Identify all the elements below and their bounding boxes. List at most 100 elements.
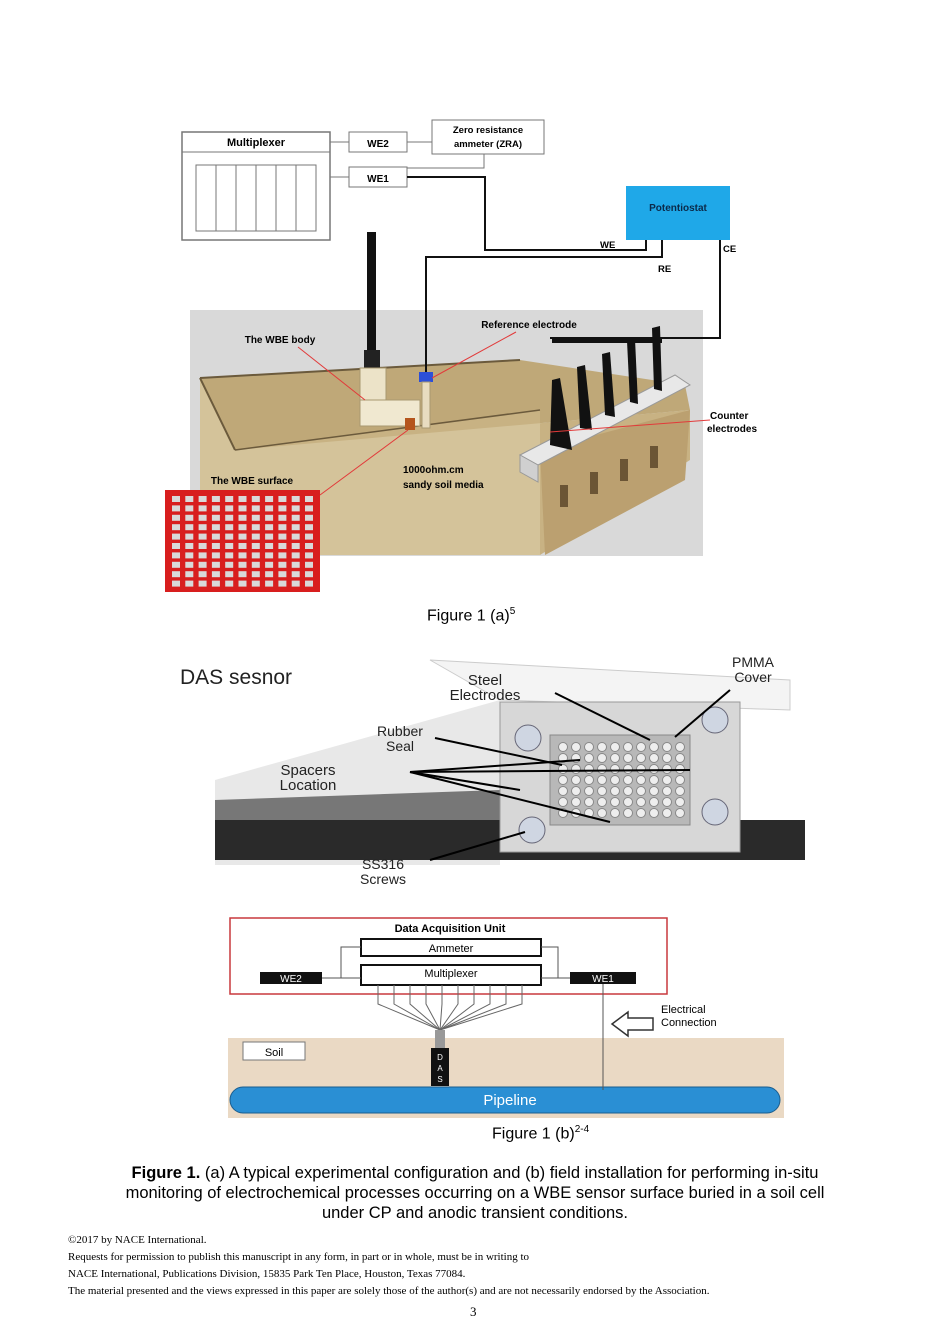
wbe-cell: [238, 496, 247, 502]
footer-disclaimer: The material presented and the views exp…: [68, 1285, 710, 1297]
steel-electrode: [636, 775, 646, 785]
steel-electrode: [571, 786, 581, 796]
steel-electrode: [558, 764, 568, 774]
fan-wire: [439, 985, 491, 1031]
reference-electrode-tube: [421, 381, 431, 429]
figure-1b-field-diagram: Pipeline Soil Data Acquisition Unit Amme…: [228, 917, 784, 1118]
wbe-cell: [172, 514, 180, 521]
wbe-cell: [238, 580, 247, 587]
wbe-cell: [265, 496, 274, 502]
spacers-label-line2: Location: [280, 777, 337, 794]
steel-electrode: [649, 797, 659, 807]
soil-cell-edge: [234, 409, 541, 451]
wbe-cell: [238, 533, 247, 540]
wbe-surface-label: The WBE surface: [211, 476, 294, 487]
wbe-cell: [251, 496, 260, 502]
wbe-cell: [225, 543, 234, 549]
dau-label: Data Acquisition Unit: [395, 923, 506, 935]
das-letter-a: A: [437, 1064, 443, 1073]
wbe-cell: [185, 533, 194, 540]
steel-electrode: [649, 808, 659, 818]
wbe-cell: [305, 496, 313, 502]
wbe-cell: [291, 533, 300, 540]
potentiostat-box: [626, 186, 730, 240]
counter-label-line1: Counter: [710, 411, 748, 422]
steel-label-line2: Electrodes: [450, 687, 521, 704]
steel-electrode: [597, 764, 607, 774]
steel-electrode: [623, 797, 633, 807]
steel-electrode: [610, 742, 620, 752]
wbe-cell: [185, 580, 194, 587]
wbe-cell: [225, 514, 234, 521]
reference-electrode-pointer: [431, 331, 517, 379]
steel-electrode: [558, 797, 568, 807]
fan-wire: [377, 985, 441, 1031]
reference-electrode-cap: [419, 372, 433, 382]
wbe-cell: [265, 561, 274, 568]
counter-electrodes-pointer: [549, 419, 711, 433]
connection-wires: [322, 946, 604, 1090]
steel-electrode: [584, 764, 594, 774]
wbe-cell: [265, 524, 274, 531]
steel-electrodes-array: [558, 742, 685, 818]
wbe-cell: [211, 514, 220, 521]
pipeline-label: Pipeline: [483, 1092, 536, 1109]
wbe-cell: [211, 552, 220, 559]
steel-electrode: [597, 753, 607, 763]
multiplexer-label-b: Multiplexer: [424, 968, 478, 980]
das-sensor-label: DAS sesnor: [180, 666, 292, 689]
side-slot: [620, 459, 628, 481]
wbe-cell: [225, 533, 234, 540]
wbe-cell: [251, 552, 260, 559]
wbe-cell: [198, 571, 207, 578]
wbe-cell: [225, 580, 234, 587]
pmma-label-line2: Cover: [734, 669, 772, 685]
steel-electrode: [675, 797, 685, 807]
figure-1b-caption: Figure 1 (b)2-4: [492, 1124, 590, 1143]
wbe-cell: [305, 533, 313, 540]
das-cable: [435, 1030, 445, 1050]
soil-label: Soil: [265, 1047, 283, 1059]
wbe-cell: [291, 524, 300, 531]
steel-electrode: [571, 797, 581, 807]
footer-copyright: ©2017 by NACE International.: [68, 1234, 207, 1246]
page-number: 3: [470, 1304, 477, 1319]
electrical-arrow-icon: [610, 1010, 654, 1038]
wbe-cell: [225, 561, 234, 568]
pmma-label-line1: PMMA: [732, 654, 775, 670]
figure-caption: Figure 1. (a) A typical experimental con…: [110, 1163, 840, 1223]
steel-label-line1: Steel: [468, 672, 502, 689]
sensor-body-top: [429, 659, 791, 711]
wbe-cell: [251, 543, 260, 549]
wbe-cell: [198, 552, 207, 559]
wbe-cell: [185, 496, 194, 502]
wbe-cell: [265, 543, 274, 549]
wbe-cell: [211, 571, 220, 578]
footer-address: NACE International, Publications Divisio…: [68, 1268, 466, 1280]
zra-label-line2: ammeter (ZRA): [454, 139, 522, 150]
figure-1a-diagram: Multiplexer WE2 WE1 Zero resistance amme…: [165, 119, 757, 592]
ammeter-label: Ammeter: [429, 943, 474, 955]
steel-electrode: [675, 786, 685, 796]
steel-electrode: [623, 775, 633, 785]
wbe-cell: [198, 543, 207, 549]
steel-electrode: [662, 742, 672, 752]
figure-caption-text: (a) A typical experimental configuration…: [125, 1164, 825, 1222]
fan-wire: [425, 985, 441, 1031]
wbe-body-label: The WBE body: [245, 335, 316, 346]
steel-electrode: [662, 764, 672, 774]
wbe-cell: [265, 552, 274, 559]
side-slot: [560, 485, 568, 507]
steel-electrode: [662, 808, 672, 818]
steel-electrode: [584, 742, 594, 752]
wbe-cell: [198, 580, 207, 587]
multiplexer-fan-wires: [377, 985, 523, 1031]
wbe-cell: [291, 561, 300, 568]
electrical-label-line1: Electrical: [661, 1004, 706, 1016]
fan-wire: [439, 985, 475, 1031]
zra-label-line1: Zero resistance: [453, 125, 523, 136]
multiplexer-label: Multiplexer: [227, 137, 286, 149]
steel-electrode: [662, 797, 672, 807]
wbe-cell: [225, 571, 234, 578]
wbe-cell: [305, 524, 313, 531]
